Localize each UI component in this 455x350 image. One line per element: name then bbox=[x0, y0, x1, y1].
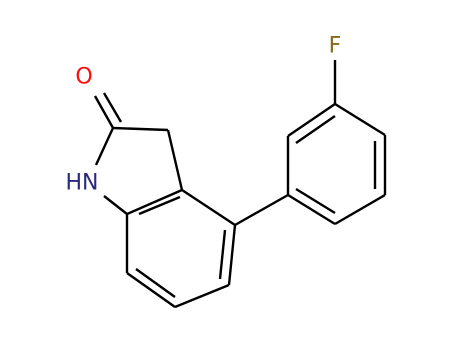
bond-c7a-c3a bbox=[126, 188, 183, 216]
bond-c7a-c3a-inner bbox=[138, 195, 181, 216]
bond-c5prime-c6prime bbox=[334, 193, 386, 226]
bond-c2-c3 bbox=[112, 126, 169, 132]
aryl-linkage bbox=[234, 193, 289, 227]
bond-c3prime-c4prime bbox=[334, 102, 386, 137]
bond-c4-c1prime bbox=[234, 193, 289, 227]
benzo-ring bbox=[125, 188, 237, 309]
bond-n1-c2 bbox=[94, 127, 115, 166]
bond-c3-c3a bbox=[166, 129, 184, 191]
bond-c5-c6 bbox=[174, 283, 230, 309]
bond-c2prime-c3prime bbox=[287, 103, 336, 137]
oxygen-atom-label: O bbox=[75, 65, 92, 90]
bond-n1-c7a bbox=[103, 195, 128, 215]
bond-c4-c5-inner bbox=[218, 229, 227, 280]
bond-c6-c7-inner bbox=[135, 268, 176, 298]
fluorine-atom-label: F bbox=[329, 34, 342, 59]
carbonyl-double-bond-inner bbox=[102, 92, 123, 123]
bond-c4-c5 bbox=[227, 224, 237, 286]
bond-c6prime-c1prime-inner bbox=[295, 187, 336, 215]
fluorophenyl-ring bbox=[286, 102, 387, 226]
carbonyl-double-bond-outer bbox=[93, 95, 115, 129]
oxindole-five-membered-ring bbox=[94, 126, 184, 215]
bond-c6prime-c1prime bbox=[287, 193, 336, 226]
bond-c2prime-c3prime-inner bbox=[295, 115, 336, 144]
carbonyl-group bbox=[93, 92, 123, 129]
nitrogen-atom-label: HN bbox=[66, 171, 99, 196]
bond-c3a-c4 bbox=[181, 188, 236, 227]
bond-c6-c7 bbox=[126, 272, 176, 308]
